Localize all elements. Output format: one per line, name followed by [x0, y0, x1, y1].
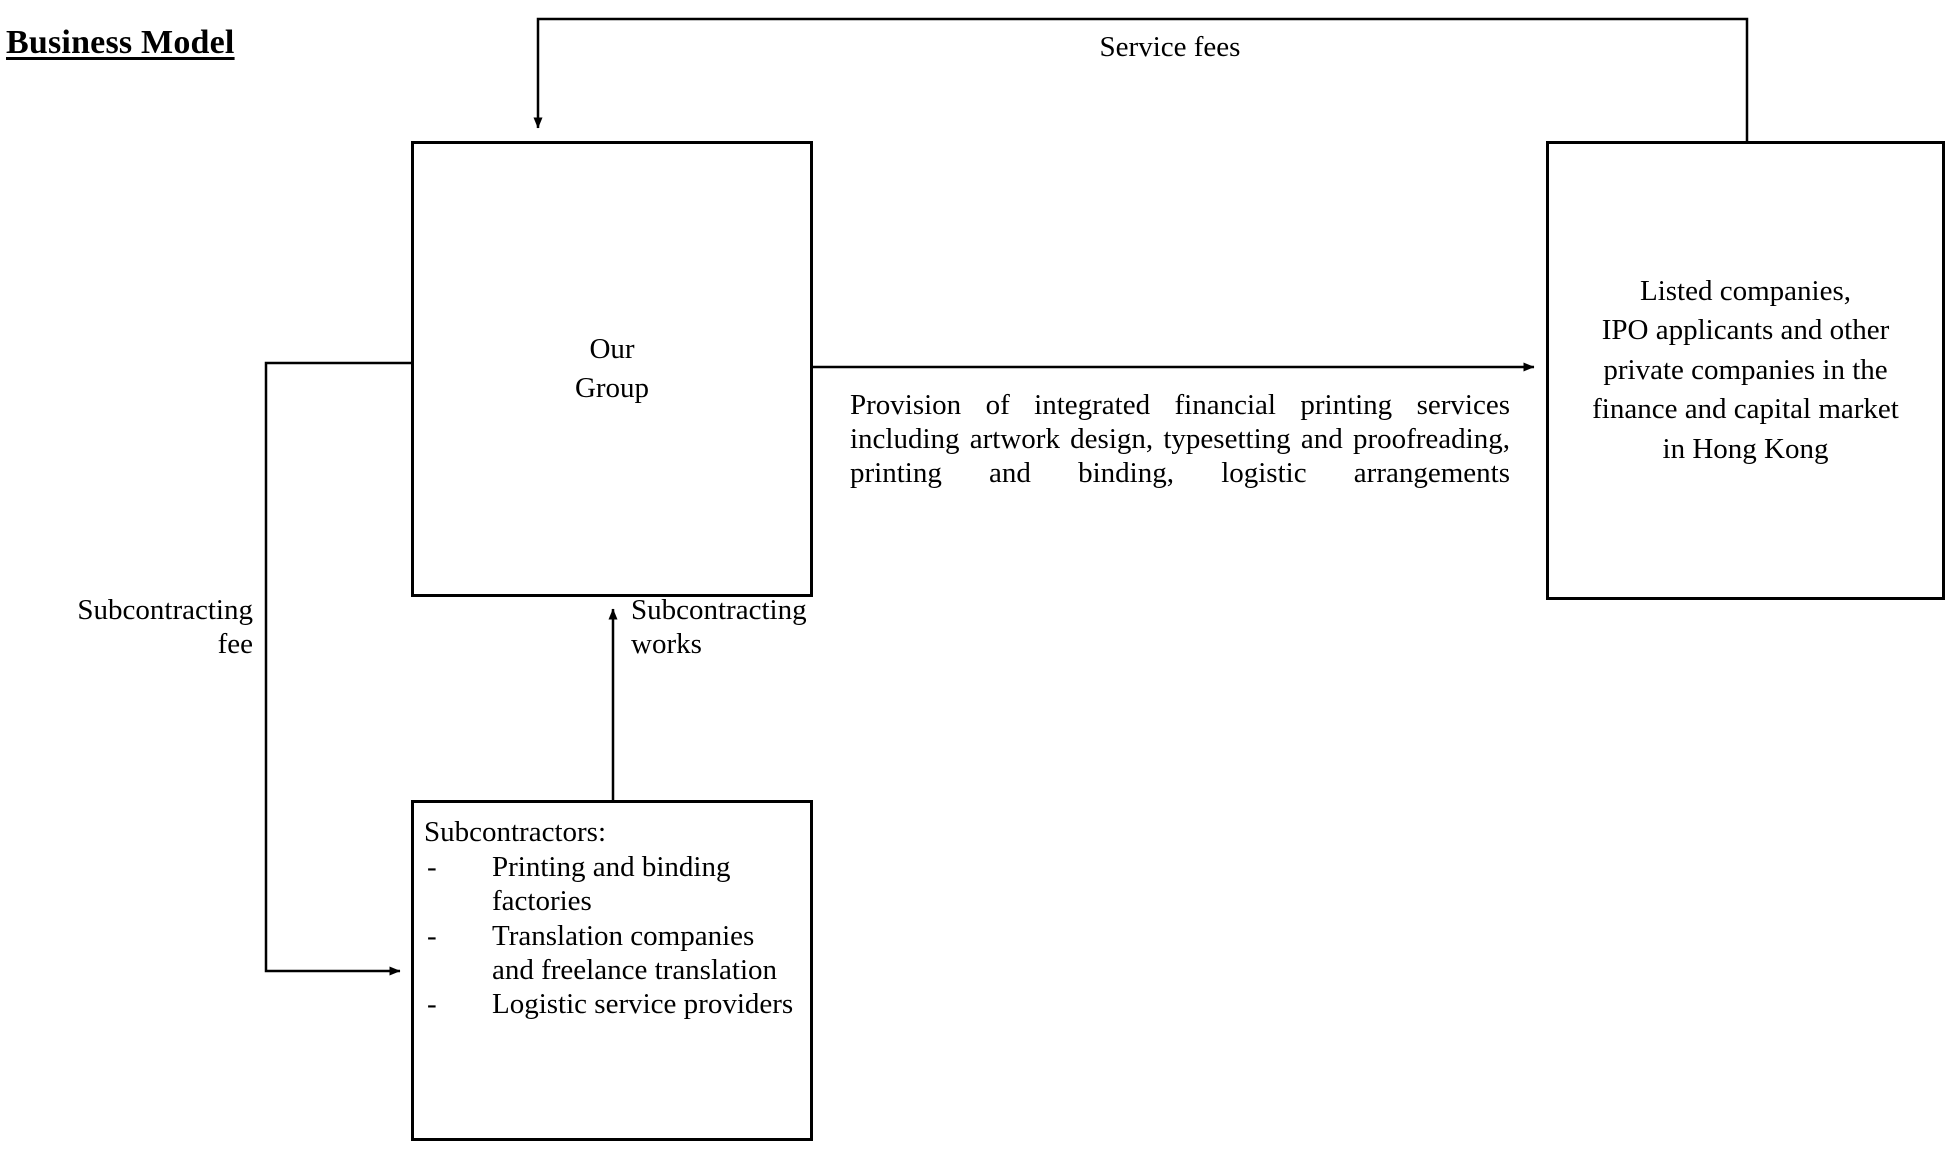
list-item-label: Translation companies and freelance tran… [492, 919, 778, 986]
list-item: - Translation companies and freelance tr… [424, 920, 800, 988]
arrow-subcontracting-fee [264, 361, 411, 976]
flow-label-provision-of-services: Provision of integrated financial printi… [850, 389, 1510, 489]
bullet-dash-icon: - [427, 919, 437, 952]
list-item-label: Printing and binding factories [492, 850, 731, 917]
flow-label-subcontracting-works: Subcontracting works [631, 594, 807, 660]
bullet-dash-icon: - [427, 988, 437, 1021]
flow-label-subcontracting-fee: Subcontracting fee [77, 594, 253, 660]
subcontractor-list: - Printing and binding factories - Trans… [424, 851, 800, 1023]
flow-label-service-fees: Service fees [1099, 31, 1241, 63]
node-subcontractors-heading: Subcontractors: [424, 816, 607, 848]
list-item: - Logistic service providers [424, 988, 800, 1022]
node-clients-label: Listed companies, IPO applicants and oth… [1592, 274, 1899, 465]
page-title: Business Model [6, 24, 235, 61]
node-clients[interactable]: Listed companies, IPO applicants and oth… [1546, 141, 1945, 600]
list-item-label: Logistic service providers [492, 988, 794, 1021]
node-subcontractors[interactable]: Subcontractors: - Printing and binding f… [411, 800, 813, 1141]
node-our-group[interactable]: Our Group [411, 141, 813, 597]
bullet-dash-icon: - [427, 850, 437, 883]
node-our-group-label: Our Group [574, 333, 650, 404]
list-item: - Printing and binding factories [424, 851, 800, 919]
